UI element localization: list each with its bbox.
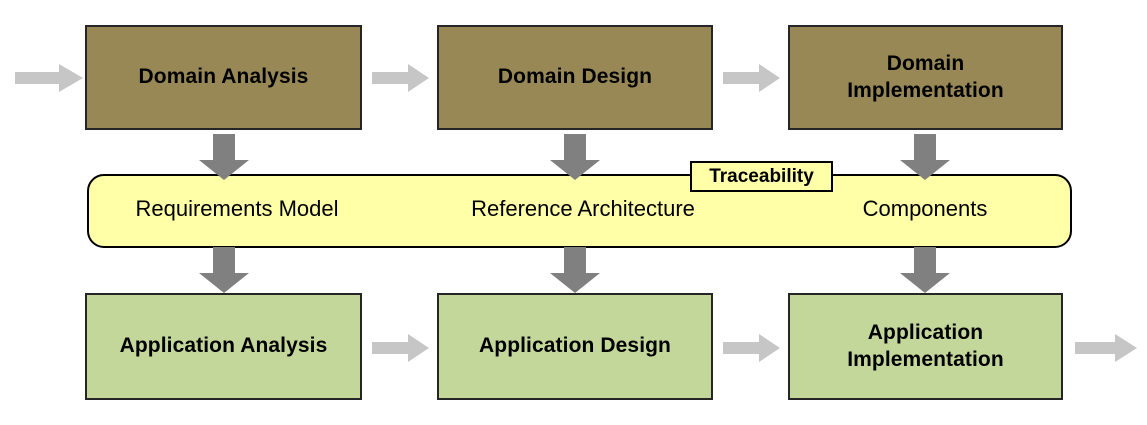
- arrow-application-analysis-to-application-design-icon: [372, 333, 429, 363]
- box-application-implementation-line1: Application: [867, 321, 984, 345]
- box-application-analysis[interactable]: Application Analysis: [85, 293, 362, 400]
- box-domain-design-label: Domain Design: [497, 65, 653, 89]
- box-application-design-label: Application Design: [479, 334, 671, 358]
- arrow-domain-implementation-to-band-icon: [900, 134, 950, 180]
- box-domain-analysis-label: Domain Analysis: [138, 65, 309, 89]
- box-domain-analysis[interactable]: Domain Analysis: [85, 25, 362, 130]
- arrow-band-to-application-implementation-icon: [900, 247, 950, 293]
- box-domain-implementation-label: Domain Implementation: [847, 51, 1004, 104]
- box-application-analysis-label: Application Analysis: [119, 334, 328, 358]
- box-domain-design[interactable]: Domain Design: [437, 25, 713, 130]
- arrow-domain-design-to-domain-implementation-icon: [723, 63, 780, 93]
- band-artifact-requirements-model: Requirements Model: [135, 196, 339, 221]
- arrow-domain-design-to-band-icon: [550, 134, 600, 180]
- box-application-implementation-line2: Implementation: [847, 347, 1004, 371]
- box-application-implementation[interactable]: Application Implementation: [788, 293, 1063, 400]
- input-arrow-right-icon: [15, 63, 83, 93]
- band-artifact-components: Components: [862, 196, 988, 221]
- box-application-implementation-label: Application Implementation: [847, 320, 1004, 373]
- arrow-domain-analysis-to-domain-design-icon: [372, 63, 429, 93]
- arrow-application-design-to-application-implementation-icon: [723, 333, 780, 363]
- box-domain-implementation-line1: Domain: [886, 52, 965, 76]
- box-domain-implementation[interactable]: Domain Implementation: [788, 25, 1063, 130]
- traceability-tag[interactable]: Traceability: [690, 161, 833, 192]
- traceability-tag-label: Traceability: [709, 165, 814, 187]
- box-domain-implementation-line2: Implementation: [847, 78, 1004, 102]
- arrow-band-to-application-design-icon: [550, 247, 600, 293]
- band-artifact-reference-architecture: Reference Architecture: [471, 196, 695, 221]
- arrow-band-to-application-analysis-icon: [199, 247, 249, 293]
- arrow-domain-analysis-to-band-icon: [199, 134, 249, 180]
- output-arrow-right-icon: [1075, 333, 1137, 363]
- box-application-design[interactable]: Application Design: [437, 293, 713, 400]
